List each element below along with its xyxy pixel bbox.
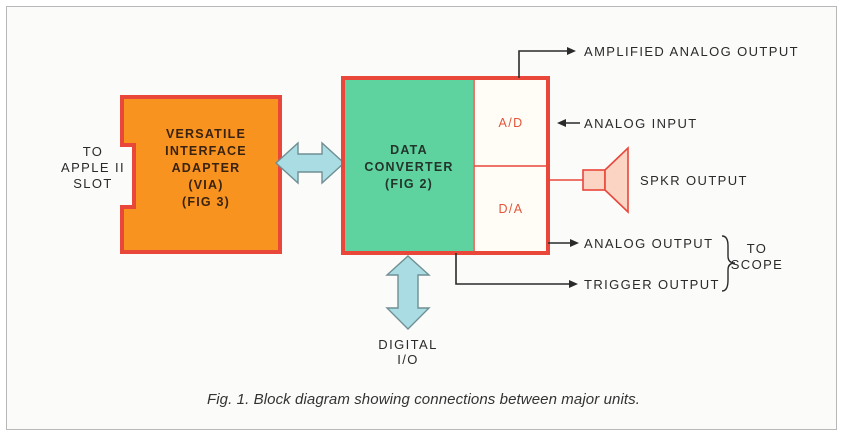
via-block: VERSATILE INTERFACE ADAPTER (VIA) (FIG 3…	[120, 95, 282, 254]
via-line-2: INTERFACE	[165, 144, 247, 158]
figure-caption: Fig. 1. Block diagram showing connection…	[206, 391, 641, 408]
apple-slot-label: TO APPLE II SLOT	[61, 144, 125, 191]
dac-label: D/A	[498, 202, 523, 216]
scope-label-line-1: TO	[747, 241, 768, 256]
digital-io-arrow	[385, 255, 431, 330]
trigger-output-connector: TRIGGER OUTPUT	[455, 253, 720, 292]
speaker-output-label: SPKR OUTPUT	[640, 173, 748, 188]
digital-io-line-2: I/O	[397, 352, 419, 367]
converter-line-1: DATA	[390, 143, 428, 157]
trigger-output-arrowhead	[569, 280, 578, 288]
amplified-output-label: AMPLIFIED ANALOG OUTPUT	[584, 44, 799, 59]
amplified-output-arrowhead	[567, 47, 576, 55]
analog-output-connector: ANALOG OUTPUT	[548, 236, 713, 251]
converter-green	[345, 80, 473, 251]
digital-io-label: DIGITAL I/O	[378, 337, 437, 367]
converter-line-2: CONVERTER	[364, 160, 453, 174]
speaker-cone-icon	[604, 146, 629, 214]
via-line-1: VERSATILE	[166, 127, 246, 141]
scope-brace-group: TO SCOPE	[721, 235, 784, 292]
apple-slot-line-3: SLOT	[73, 176, 113, 191]
adc-label: A/D	[498, 116, 523, 130]
scope-brace	[721, 235, 736, 292]
apple-slot-line-2: APPLE II	[61, 160, 125, 175]
data-converter-block: DATA CONVERTER (FIG 2) A/D D/A	[341, 76, 550, 255]
trigger-output-line	[455, 253, 570, 285]
trigger-output-label: TRIGGER OUTPUT	[584, 277, 720, 292]
converter-line-3: (FIG 2)	[385, 177, 433, 191]
analog-input-label: ANALOG INPUT	[584, 116, 698, 131]
bus-arrow-horizontal	[274, 141, 346, 185]
scope-label-line-2: SCOPE	[731, 257, 784, 272]
speaker-body	[582, 169, 606, 191]
amplified-output-line	[518, 50, 569, 78]
analog-input-arrowhead	[557, 119, 566, 127]
via-line-5: (FIG 3)	[182, 195, 230, 209]
analog-output-arrowhead	[570, 239, 579, 247]
amplified-output-connector: AMPLIFIED ANALOG OUTPUT	[518, 44, 799, 78]
via-block-shape	[120, 95, 282, 254]
digital-io-line-1: DIGITAL	[378, 337, 437, 352]
speaker-connector: SPKR OUTPUT	[548, 146, 748, 214]
apple-slot-line-1: TO	[83, 144, 104, 159]
via-line-3: ADAPTER	[172, 161, 241, 175]
analog-input-connector: ANALOG INPUT	[557, 116, 698, 131]
via-line-4: (VIA)	[188, 178, 223, 192]
analog-output-label: ANALOG OUTPUT	[584, 236, 713, 251]
